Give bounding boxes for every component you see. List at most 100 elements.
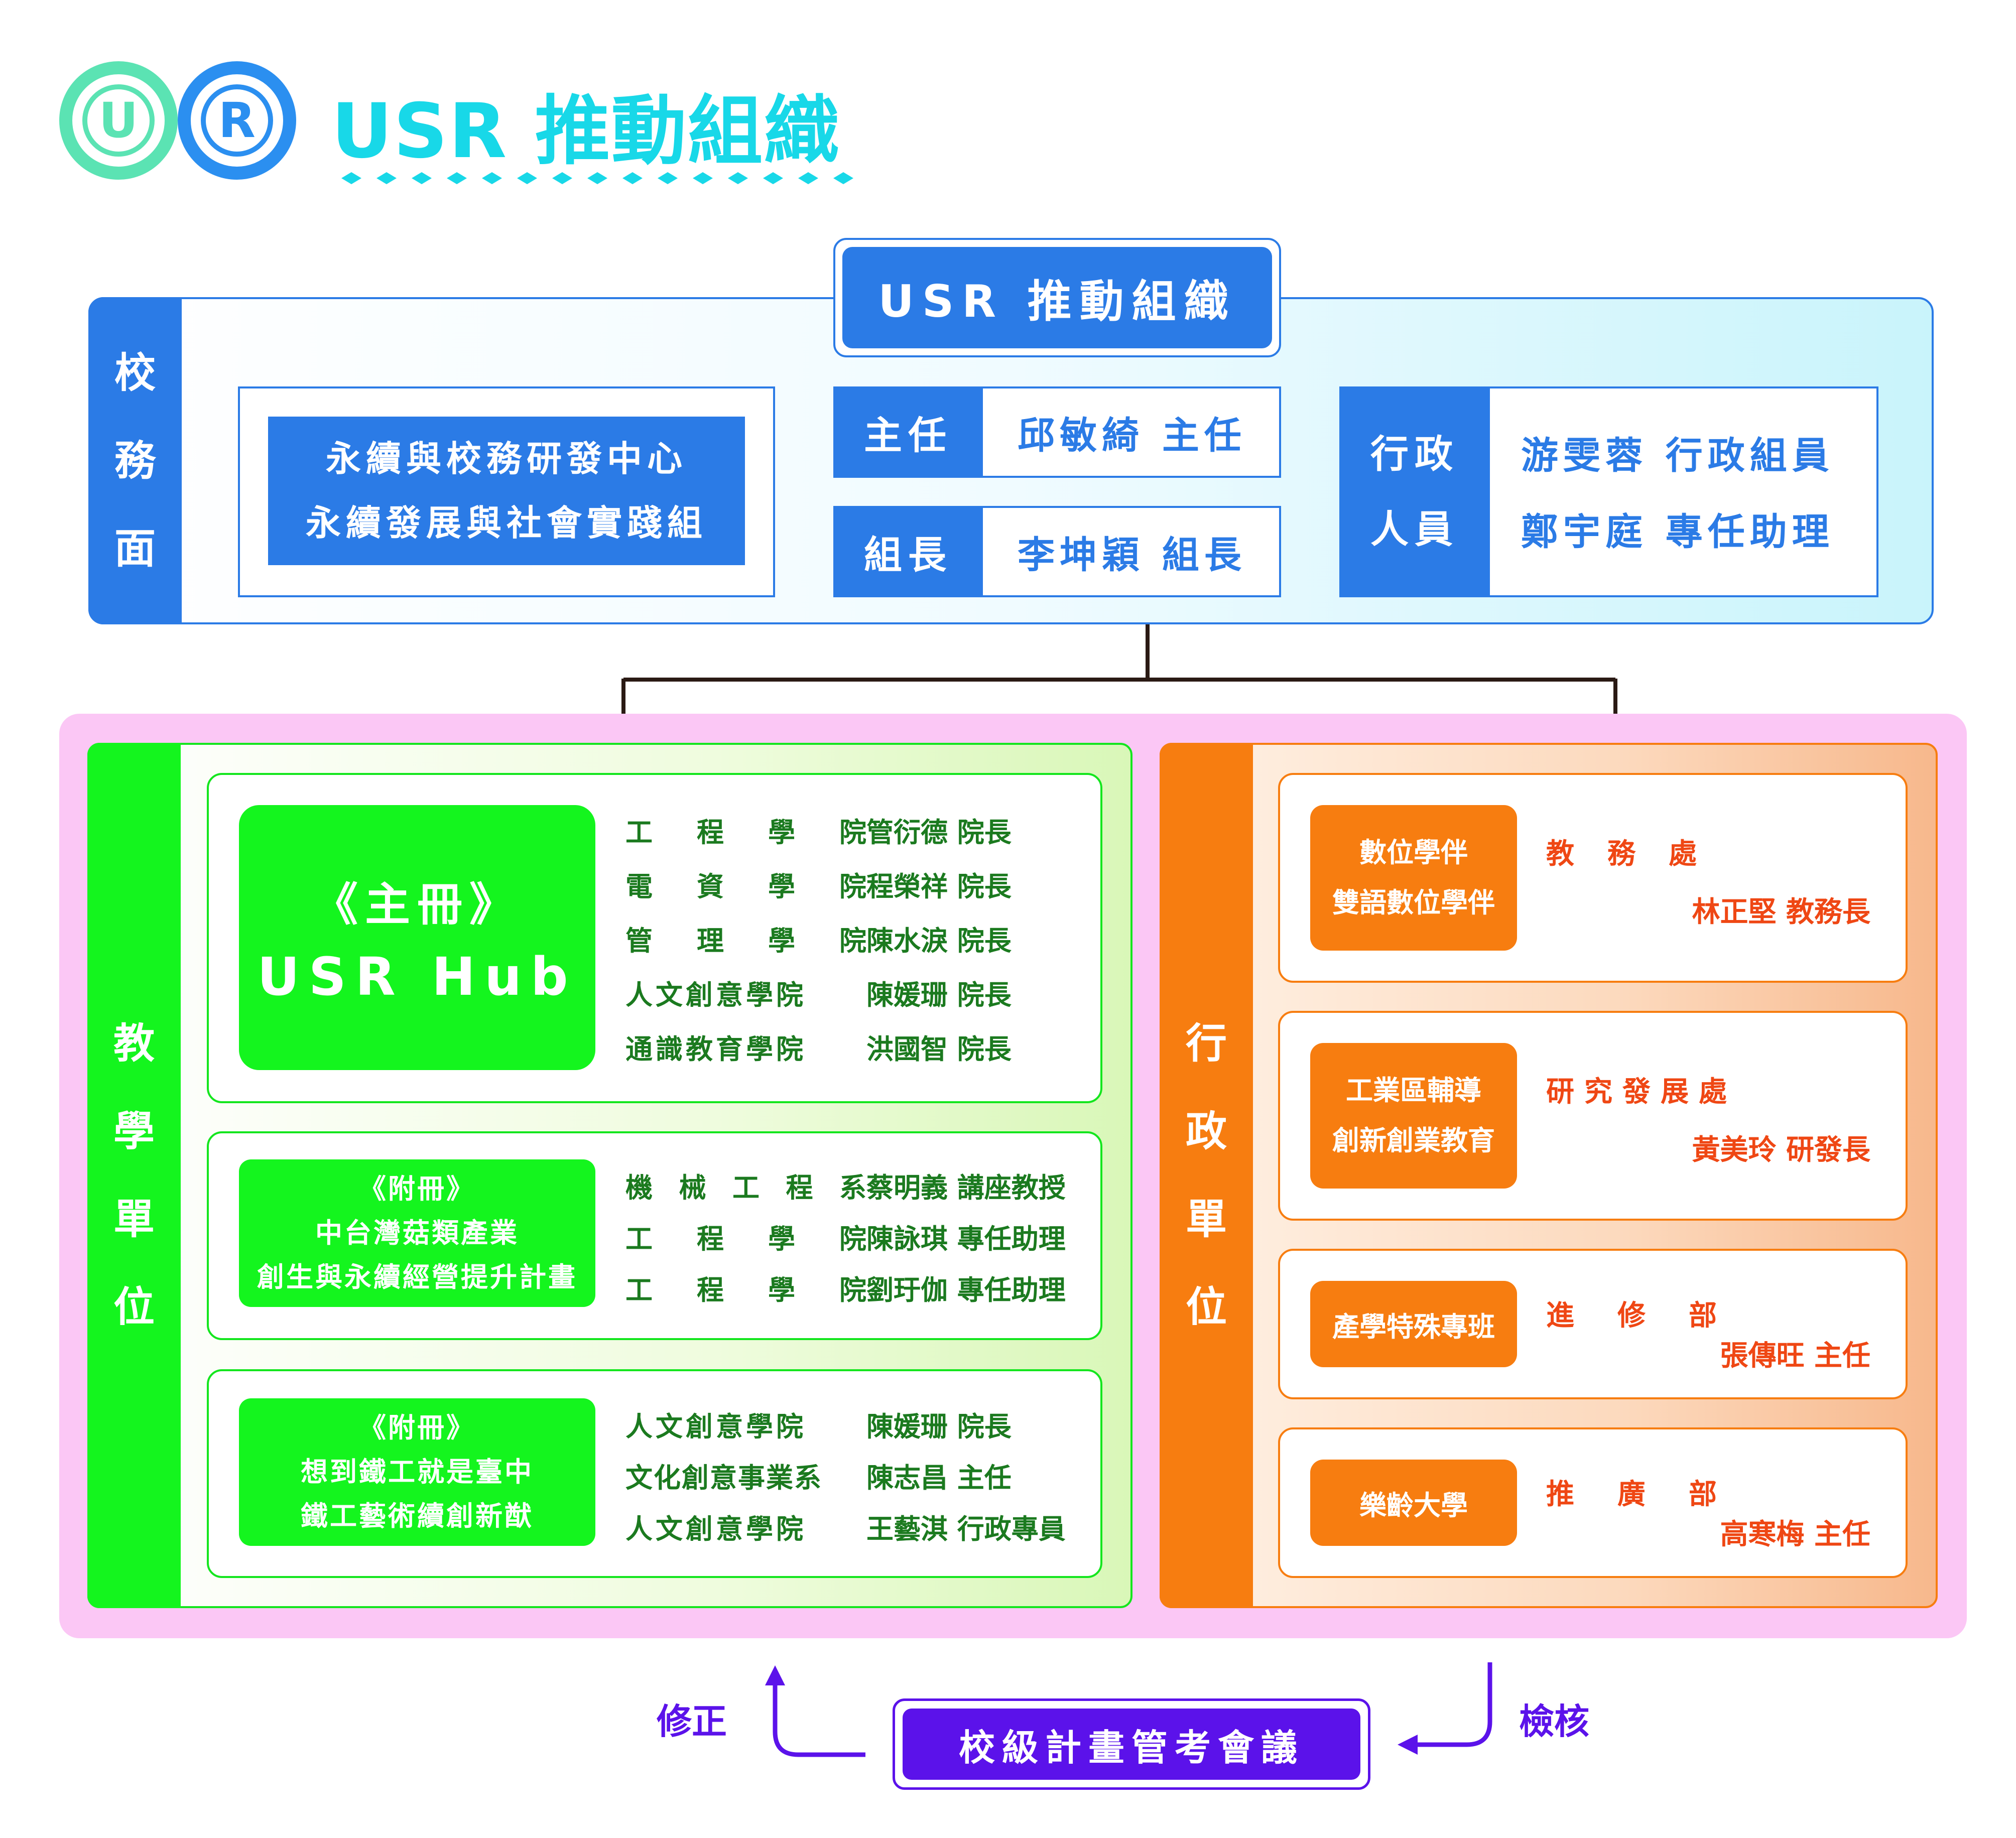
main-row: 電資學院 程榮祥 院長 [625,864,1012,904]
row-name: 程榮祥 院長 [866,871,1012,902]
row-name: 陳水淚 院長 [866,925,1012,957]
admin-box-line1: 產學特殊專班 [1332,1310,1495,1343]
leader-role: 組長 [833,506,983,597]
row-unit: 工程學院 [625,817,866,848]
connector-lines [621,624,1617,720]
admin-unit-box: 數位學伴 雙語數位學伴 [1310,805,1517,951]
annex1-row: 工程學院 陳詠琪 專任助理 [625,1217,1066,1256]
row-name: 洪國智 院長 [866,1033,1012,1065]
admin-unit-box: 產學特殊專班 [1310,1281,1517,1367]
row-unit: 機械工程系 [625,1172,866,1204]
row-unit: 工程學院 [625,1223,866,1255]
annex1-row: 工程學院 劉玗伽 專任助理 [625,1268,1066,1307]
revise-label: 修正 [657,1701,727,1742]
main-row: 通識教育學院 洪國智 院長 [625,1027,1012,1067]
check-label: 檢核 [1519,1701,1589,1742]
admin-staff-role: 行政 人員 [1339,386,1490,597]
row-name: 蔡明義 講座教授 [866,1172,1066,1204]
annex2-row: 人文創意學院 陳媛珊 院長 [625,1404,1012,1444]
admin-office: 推廣部 [1546,1478,1717,1511]
teaching-side-label: 教 學 單 位 [87,743,181,1608]
row-unit: 人文創意學院 [625,1513,806,1545]
row-name: 管衍德 院長 [866,817,1012,848]
main-volume-box: 《主冊》 USR Hub [239,805,595,1070]
usr-logo: U R [59,59,300,182]
main-volume-line2: USR Hub [257,946,577,1007]
check-arrow-icon [1398,1662,1492,1755]
main-row: 人文創意學院 陳媛珊 院長 [625,973,1012,1012]
side-char: 位 [113,1283,155,1331]
admin-staff-person2: 鄭宇庭 專任助理 [1521,510,1834,554]
admin-office: 進修部 [1546,1299,1717,1332]
director-name: 邱敏綺 主任 [1018,414,1246,457]
annex2-row: 人文創意學院 王藝淇 行政專員 [625,1507,1066,1546]
logo-letter-u: U [99,92,138,149]
row-unit: 人文創意學院 [625,1411,806,1442]
admin-box-line1: 工業區輔導 [1346,1075,1481,1106]
side-char: 政 [1185,1108,1227,1155]
side-char: 單 [113,1196,155,1243]
page-title: USR 推動組織 [331,88,840,175]
row-unit: 電資學院 [625,871,866,902]
annex2-row: 文化創意事業系 陳志昌 主任 [625,1456,1012,1495]
admin-unit-box: 樂齡大學 [1310,1460,1517,1546]
admin-office: 教務處 [1546,838,1697,870]
admin-unit-box: 工業區輔導 創新創業教育 [1310,1043,1517,1189]
title-underline-dots [341,172,853,184]
side-char: 學 [113,1108,155,1155]
row-unit: 工程學院 [625,1274,866,1306]
logo-letter-r: R [218,92,256,149]
annex2-line1: 《附冊》 [359,1412,475,1443]
side-char: 行 [1185,1020,1227,1068]
annex1-line1: 《附冊》 [359,1173,475,1205]
leader-name: 李坤穎 組長 [1018,533,1246,577]
row-unit: 管理學院 [625,925,866,957]
annex2-box: 《附冊》 想到鐵工就是臺中 鐵工藝術續創新猷 [239,1398,595,1546]
admin-role-line1: 行政 [1370,432,1459,476]
center-unit: 永續與校務研發中心 永續發展與社會實踐組 [268,417,745,565]
admin-staff-person1: 游雯蓉 行政組員 [1521,434,1834,477]
side-char: 教 [113,1020,155,1068]
side-char: 位 [1185,1283,1227,1331]
annex2-line2: 想到鐵工就是臺中 [301,1456,534,1488]
row-unit: 文化創意事業系 [625,1462,822,1494]
main-row: 管理學院 陳水淚 院長 [625,918,1012,958]
meeting-title: 校級計畫管考會議 [903,1709,1360,1780]
row-name: 陳詠琪 專任助理 [866,1223,1066,1255]
row-name: 陳志昌 主任 [866,1462,1012,1494]
director-role: 主任 [833,386,983,478]
header-title: USR 推動組織 [842,247,1272,348]
admin-person: 高寒梅 主任 [1720,1518,1871,1551]
admin-role-line2: 人員 [1370,507,1459,552]
row-name: 陳媛珊 院長 [866,979,1012,1011]
main-row: 工程學院 管衍德 院長 [625,810,1012,850]
side-char: 面 [114,524,156,573]
annex2-line3: 鐵工藝術續創新猷 [301,1500,534,1532]
admin-box-line1: 數位學伴 [1359,837,1468,868]
side-char: 校 [114,349,156,397]
row-name: 陳媛珊 院長 [866,1411,1012,1442]
annex1-line2: 中台灣菇類產業 [315,1217,519,1249]
row-name: 王藝淇 行政專員 [866,1513,1066,1545]
admin-box-line1: 樂齡大學 [1359,1489,1468,1521]
logo-ring-r-inner [201,84,273,157]
admin-person: 張傳旺 主任 [1720,1340,1871,1372]
center-unit-line2: 永續發展與社會實踐組 [306,502,707,544]
side-char: 務 [114,437,156,485]
annex1-line3: 創生與永續經營提升計畫 [257,1261,577,1293]
row-unit: 通識教育學院 [625,1033,806,1065]
revise-arrow-icon [765,1665,865,1757]
center-unit-line1: 永續與校務研發中心 [326,438,687,479]
row-unit: 人文創意學院 [625,979,806,1011]
school-side-label: 校 務 面 [88,297,182,624]
admin-box-line2: 創新創業教育 [1332,1125,1495,1156]
admin-person: 黃美玲 研發長 [1692,1134,1871,1166]
row-name: 劉玗伽 專任助理 [866,1274,1066,1306]
annex1-row: 機械工程系 蔡明義 講座教授 [625,1165,1066,1205]
main-volume-line1: 《主冊》 [313,878,522,931]
admin-side-label: 行 政 單 位 [1160,743,1253,1608]
annex1-box: 《附冊》 中台灣菇類產業 創生與永續經營提升計畫 [239,1159,595,1307]
side-char: 單 [1185,1196,1227,1243]
logo-ring-u-inner [82,84,155,157]
admin-office: 研究發展處 [1546,1076,1727,1108]
